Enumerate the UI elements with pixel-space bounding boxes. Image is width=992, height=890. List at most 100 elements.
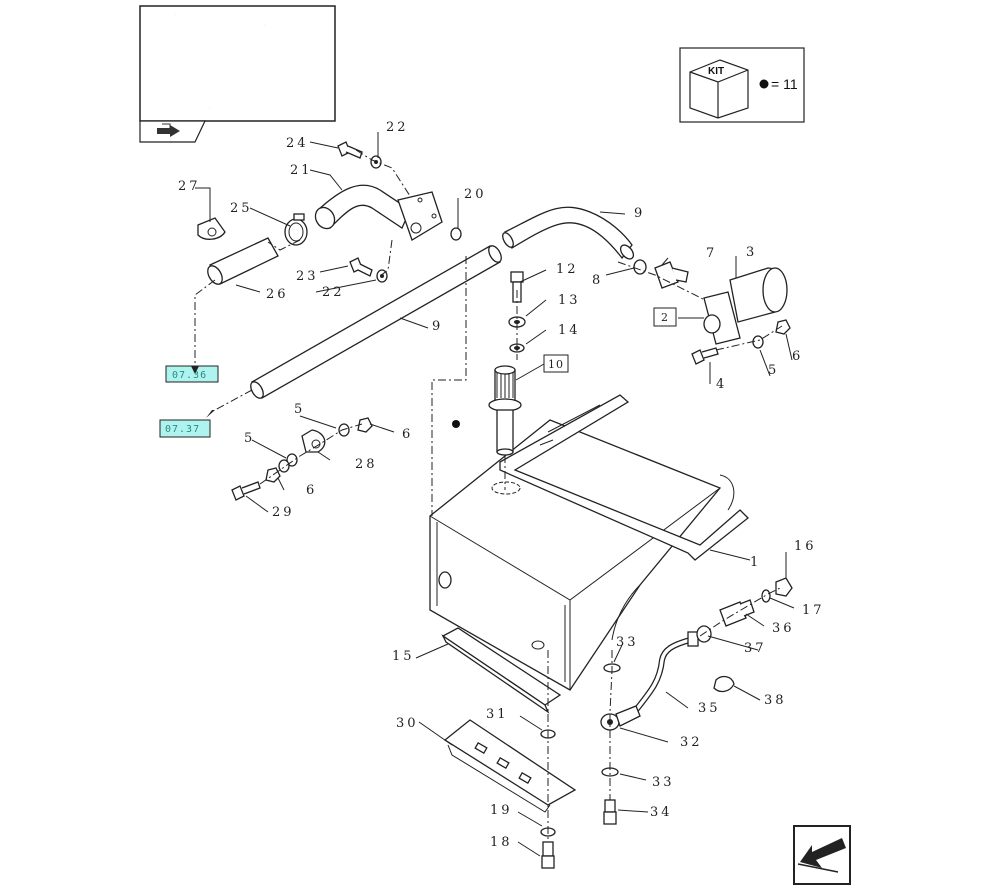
clip-27 <box>197 217 226 240</box>
arrow-down-icon <box>191 366 199 374</box>
callout-33-lower: 33 <box>652 775 675 790</box>
pipe-9-lower <box>250 245 502 399</box>
callout-5-lower: 5 <box>244 431 255 446</box>
kit-marker-icon <box>452 420 460 428</box>
ring-8 <box>633 259 647 275</box>
callout-23: 23 <box>296 269 319 284</box>
callout-22-upper: 22 <box>386 120 409 135</box>
elbow-hose-21 <box>314 184 462 241</box>
kit-cube-icon <box>689 59 749 119</box>
callout-17: 17 <box>802 603 825 618</box>
callout-4: 4 <box>716 377 727 392</box>
callout-29: 29 <box>272 505 295 520</box>
callout-13: 13 <box>558 293 581 308</box>
washer-5-mid <box>338 423 350 437</box>
callout-15: 15 <box>392 649 415 664</box>
kit-legend: KIT = 11 <box>679 47 805 123</box>
washer-17 <box>761 589 771 603</box>
callout-5-right: 5 <box>768 363 779 378</box>
view-arrow-icon <box>157 123 180 137</box>
fitting-7 <box>654 261 689 289</box>
washer-6-lower <box>278 459 290 473</box>
callout-7: 7 <box>706 246 717 261</box>
clamp-28 <box>301 429 326 453</box>
callout-30: 30 <box>396 716 419 731</box>
guard-30 <box>443 719 577 813</box>
bolt-18 <box>541 841 555 869</box>
page-link-07-37-label: 07.37 <box>165 424 200 435</box>
callout-25: 25 <box>230 201 253 216</box>
page-link-07-36-label: 07.36 <box>172 370 207 381</box>
fuel-tank <box>429 419 735 691</box>
kit-label: KIT <box>708 66 724 77</box>
callout-21: 21 <box>290 163 313 178</box>
callout-26: 26 <box>266 287 289 302</box>
callout-35: 35 <box>698 701 721 716</box>
callout-6-right: 6 <box>792 349 803 364</box>
bolt-4 <box>691 347 719 365</box>
nut-6-right <box>775 319 791 335</box>
support-bracket-15 <box>441 627 562 714</box>
thumbnail-inset[interactable] <box>139 5 336 143</box>
callout-8: 8 <box>592 273 603 288</box>
nut-6-mid <box>357 417 373 433</box>
fuel-pump-3 <box>703 267 788 345</box>
bolt-29 <box>231 481 261 501</box>
fitting-36 <box>719 599 755 627</box>
previous-page-icon[interactable] <box>793 825 851 885</box>
callout-19: 19 <box>490 803 513 818</box>
nut-6-lower <box>265 467 281 483</box>
tank-strap <box>499 394 749 561</box>
callout-37: 37 <box>744 641 767 656</box>
boxed-callout-2: 2 <box>653 307 677 327</box>
kit-equals-text: = 11 <box>771 76 798 92</box>
callout-18: 18 <box>490 835 513 850</box>
svg-text:2: 2 <box>661 311 669 324</box>
callout-9-lower: 9 <box>432 319 443 334</box>
callout-24: 24 <box>286 136 309 151</box>
cap-16 <box>775 577 793 597</box>
callout-9-upper: 9 <box>634 206 645 221</box>
callout-20: 20 <box>464 187 487 202</box>
callout-32: 32 <box>680 735 703 750</box>
page-link-07-36[interactable]: 07.36 <box>165 365 219 383</box>
callout-38: 38 <box>764 693 787 708</box>
bolt-24 <box>337 141 363 159</box>
svg-text:10: 10 <box>548 358 564 371</box>
bolt-34 <box>603 799 617 825</box>
assembly-lines <box>194 149 783 840</box>
callout-34: 34 <box>650 805 673 820</box>
callout-16: 16 <box>794 539 817 554</box>
callout-14: 14 <box>558 323 581 338</box>
callout-31: 31 <box>486 707 509 722</box>
callout-33-upper: 33 <box>616 635 639 650</box>
sleeve-26 <box>207 237 279 285</box>
callout-22-lower: 22 <box>322 285 345 300</box>
arrow-left-icon <box>206 410 215 418</box>
leader-lines <box>195 132 795 857</box>
washer-5-right <box>752 335 764 349</box>
clamp-38 <box>713 675 735 693</box>
boxed-callout-10: 10 <box>543 354 569 373</box>
callout-labels: 1 3 4 5 5 5 6 6 6 7 8 9 9 12 13 14 15 16… <box>178 120 825 850</box>
pipe-9-upper <box>502 206 635 260</box>
drain-hose-35 <box>633 631 699 712</box>
banjo-fitting-32 <box>600 705 641 731</box>
callout-5-mid: 5 <box>294 402 305 417</box>
hose-clamp-25 <box>284 213 308 246</box>
callout-1: 1 <box>750 555 761 570</box>
callout-27: 27 <box>178 179 201 194</box>
callout-28: 28 <box>355 457 378 472</box>
callout-12: 12 <box>556 262 579 277</box>
bolt-23 <box>349 257 373 277</box>
callout-6-mid: 6 <box>402 427 413 442</box>
callout-36: 36 <box>772 621 795 636</box>
filler-neck-10 <box>488 365 522 456</box>
callout-3: 3 <box>746 245 757 260</box>
washer-37 <box>696 625 712 643</box>
kit-bullet-icon <box>759 79 769 89</box>
page-link-07-37[interactable]: 07.37 <box>159 419 211 438</box>
washer-14 <box>509 343 525 353</box>
callout-6-lower: 6 <box>306 483 317 498</box>
